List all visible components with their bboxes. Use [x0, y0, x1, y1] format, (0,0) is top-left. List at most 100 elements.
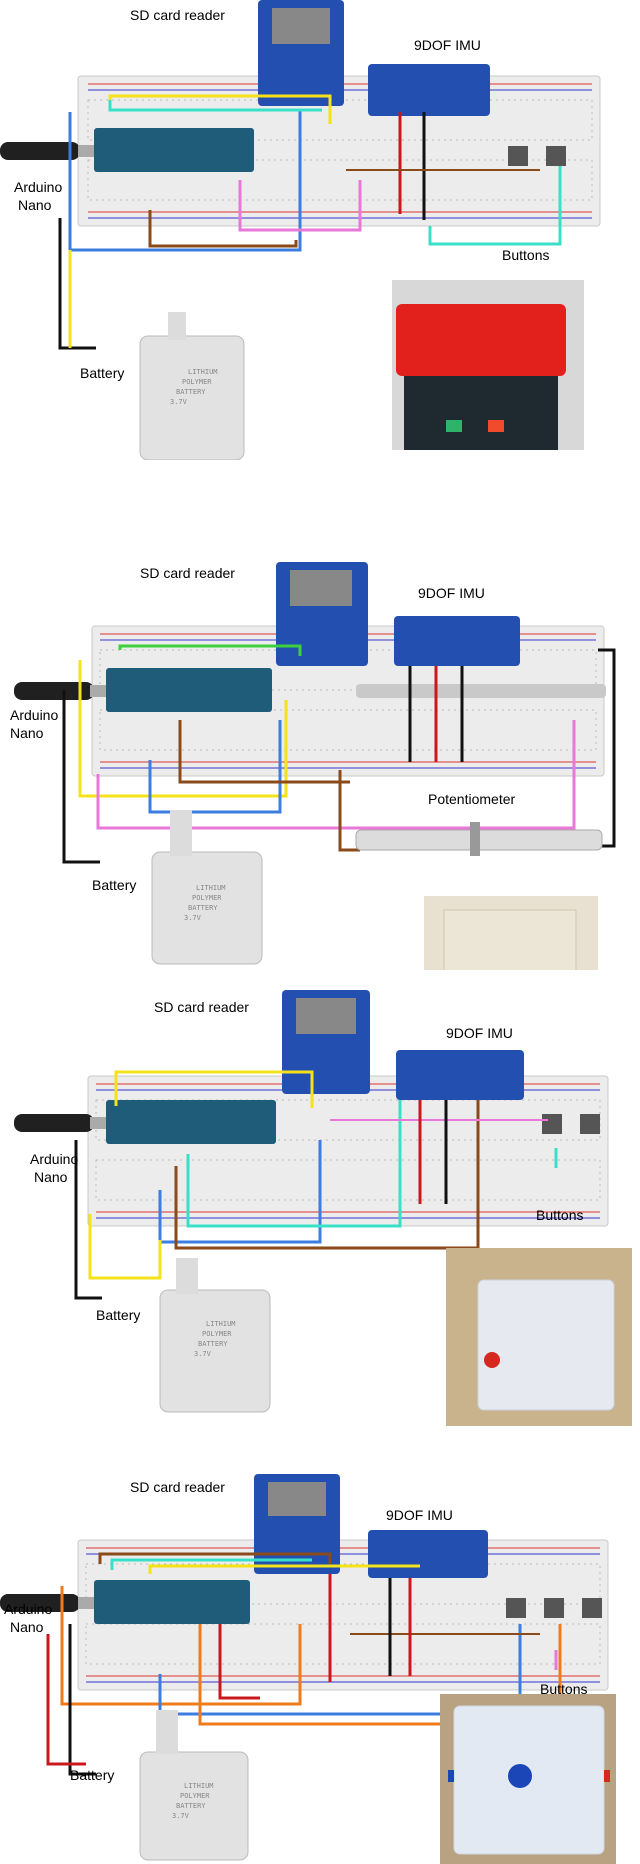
usb-connector [90, 685, 106, 697]
battery-connector [170, 810, 192, 856]
button-2 [544, 1598, 564, 1618]
button-3 [582, 1598, 602, 1618]
sd-card-reader-label: SD card reader [154, 999, 249, 1015]
battery-body [139, 1751, 249, 1861]
button-1 [508, 146, 528, 166]
nano-label: Nano [10, 725, 44, 741]
panel-3: SD card reader 9DOF IMU Arduino Nano Bat… [0, 990, 640, 1430]
battery-text-1: LITHIUM [184, 1782, 214, 1790]
arduino-nano-board [94, 128, 254, 172]
buttons-label: Buttons [502, 247, 549, 263]
arduino-nano-board [94, 1580, 250, 1624]
sd-card-slot [272, 8, 330, 44]
potentiometer-knob [470, 822, 480, 856]
battery-text-2: POLYMER [182, 378, 212, 386]
battery-text-2: POLYMER [192, 894, 222, 902]
arduino-label: Arduino [14, 179, 62, 195]
battery-text-3: BATTERY [176, 388, 206, 396]
battery-body [139, 335, 245, 460]
battery-body [151, 851, 263, 965]
arduino-label: Arduino [10, 707, 58, 723]
arduino-nano-board [106, 668, 272, 712]
sd-card-slot [268, 1482, 326, 1516]
red-button [484, 1352, 500, 1368]
potentiometer-label: Potentiometer [428, 791, 515, 807]
battery-text-2: POLYMER [180, 1792, 210, 1800]
blue-side-button [448, 1770, 454, 1782]
box-body [404, 374, 558, 450]
sd-card-reader-label: SD card reader [130, 7, 225, 23]
battery-text-4: 3.7V [184, 914, 202, 922]
box-body [443, 909, 577, 970]
buttons-label: Buttons [540, 1681, 587, 1697]
battery-text-4: 3.7V [194, 1350, 212, 1358]
blue-button [508, 1764, 532, 1788]
button-1 [542, 1114, 562, 1134]
battery-connector [168, 312, 186, 340]
red-button [488, 420, 504, 432]
box-lid [396, 304, 566, 376]
battery-text-4: 3.7V [172, 1812, 190, 1820]
nano-label: Nano [10, 1619, 44, 1635]
sd-card-reader-label: SD card reader [130, 1479, 225, 1495]
button-2 [546, 146, 566, 166]
battery-connector [176, 1258, 198, 1294]
arduino-nano-board [106, 1100, 276, 1144]
battery-text-4: 3.7V [170, 398, 188, 406]
battery-text-1: LITHIUM [188, 368, 218, 376]
battery-label: Battery [92, 877, 136, 893]
usb-cable [14, 682, 94, 700]
buttons-label: Buttons [536, 1207, 583, 1223]
panel-2-imu-label: 9DOF IMU [418, 585, 485, 601]
nano-label: Nano [18, 197, 52, 213]
button-1 [506, 1598, 526, 1618]
imu-label: 9DOF IMU [446, 1025, 513, 1041]
arduino-label: Arduino [4, 1601, 52, 1617]
battery-text-1: LITHIUM [206, 1320, 236, 1328]
battery-body [159, 1289, 271, 1413]
battery-text-3: BATTERY [176, 1802, 206, 1810]
panel-1: SD card reader 9DOF IMU Arduino Nano Bat… [0, 0, 640, 460]
button-2 [580, 1114, 600, 1134]
usb-cable [0, 1594, 80, 1612]
sd-card-slot [290, 570, 352, 606]
usb-connector [78, 145, 94, 157]
sd-card-slot [296, 998, 356, 1034]
green-button [446, 420, 462, 432]
wiring-diagram-3: SD card reader 9DOF IMU Arduino Nano Bat… [14, 990, 632, 1426]
battery-label: Battery [80, 365, 124, 381]
imu-label: 9DOF IMU [386, 1507, 453, 1523]
breadboard [87, 1075, 609, 1227]
battery-text-3: BATTERY [198, 1340, 228, 1348]
imu-label: 9DOF IMU [414, 37, 481, 53]
battery-text-3: BATTERY [188, 904, 218, 912]
wires [62, 644, 616, 864]
imu-module [394, 616, 520, 666]
wiring-diagram-2: SD card reader 9DOF IMU Arduino Nano Bat… [10, 562, 616, 970]
battery-label: Battery [70, 1767, 114, 1783]
wiring-diagram-1: SD card reader 9DOF IMU Arduino Nano Bat… [0, 0, 601, 460]
usb-connector [78, 1597, 94, 1609]
wires [74, 1070, 558, 1300]
panel-4: SD card reader 9DOF IMU Arduino Nano Bat… [0, 1474, 640, 1864]
battery-text-1: LITHIUM [196, 884, 226, 892]
usb-cable [14, 1114, 94, 1132]
panel-2-sd-card-reader-label: SD card reader [140, 565, 235, 581]
panel-2-labels: SD card reader 9DOF IMU [140, 565, 485, 601]
nano-label: Nano [34, 1169, 68, 1185]
battery-label: Battery [96, 1307, 140, 1323]
panel-2: SD card reader 9DOF IMU Arduino Nano Bat… [0, 560, 640, 970]
battery-connector [156, 1710, 178, 1754]
potentiometer [356, 684, 606, 698]
wires [58, 94, 562, 350]
imu-module [396, 1050, 524, 1100]
red-side-button [604, 1770, 610, 1782]
wiring-diagram-4: SD card reader 9DOF IMU Arduino Nano Bat… [0, 1474, 616, 1864]
wires [46, 1552, 562, 1776]
usb-cable [0, 142, 80, 160]
imu-module [368, 64, 490, 116]
box-body [477, 1279, 615, 1411]
arduino-label: Arduino [30, 1151, 78, 1167]
battery-text-2: POLYMER [202, 1330, 232, 1338]
imu-module [368, 1530, 488, 1578]
